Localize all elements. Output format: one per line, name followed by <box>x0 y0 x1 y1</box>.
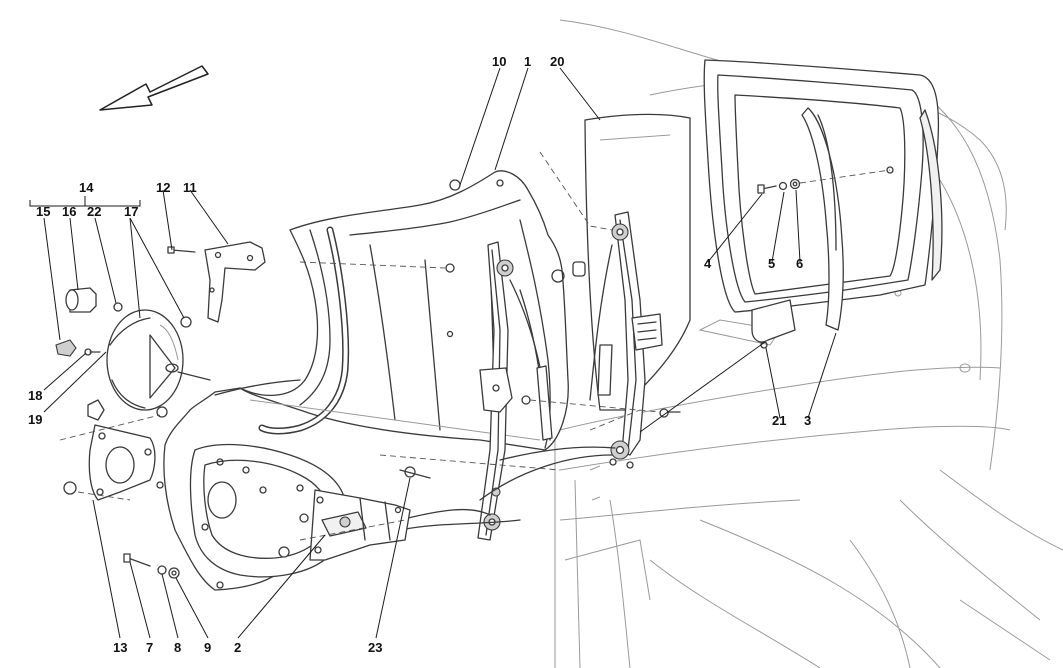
callout-21: 21 <box>772 413 786 428</box>
callout-11: 11 <box>183 180 197 195</box>
callout-4: 4 <box>704 256 712 271</box>
callout-5: 5 <box>768 256 775 271</box>
door-inner-panel <box>156 170 569 591</box>
callout-3: 3 <box>804 413 811 428</box>
callout-8: 8 <box>174 640 181 655</box>
callout-16: 16 <box>62 204 76 219</box>
callout-1: 1 <box>524 54 531 69</box>
direction-arrow-icon <box>99 65 209 111</box>
window-glass-frame <box>584 59 943 411</box>
bracket-11 <box>167 241 266 323</box>
callout-10: 10 <box>492 54 506 69</box>
callout-19: 19 <box>28 412 42 427</box>
callout-20: 20 <box>550 54 564 69</box>
callout-labels: 10 1 20 4 5 6 21 3 14 12 11 15 16 22 17 … <box>28 54 811 655</box>
callout-17: 17 <box>124 204 138 219</box>
callout-2: 2 <box>234 640 241 655</box>
callout-7: 7 <box>146 640 153 655</box>
callout-12: 12 <box>156 180 170 195</box>
callout-18: 18 <box>28 388 42 403</box>
mounting-plate-13 <box>59 399 161 501</box>
callout-15: 15 <box>36 204 50 219</box>
callout-23: 23 <box>368 640 382 655</box>
window-regulator <box>299 151 681 561</box>
callout-13: 13 <box>113 640 127 655</box>
callout-6: 6 <box>796 256 803 271</box>
callout-9: 9 <box>204 640 211 655</box>
callout-22: 22 <box>87 204 101 219</box>
callout-14: 14 <box>79 180 94 195</box>
car-body-outline <box>554 19 1063 668</box>
fasteners-7-8-9 <box>123 513 309 579</box>
speaker-assembly <box>55 287 211 418</box>
leader-lines <box>29 67 837 639</box>
